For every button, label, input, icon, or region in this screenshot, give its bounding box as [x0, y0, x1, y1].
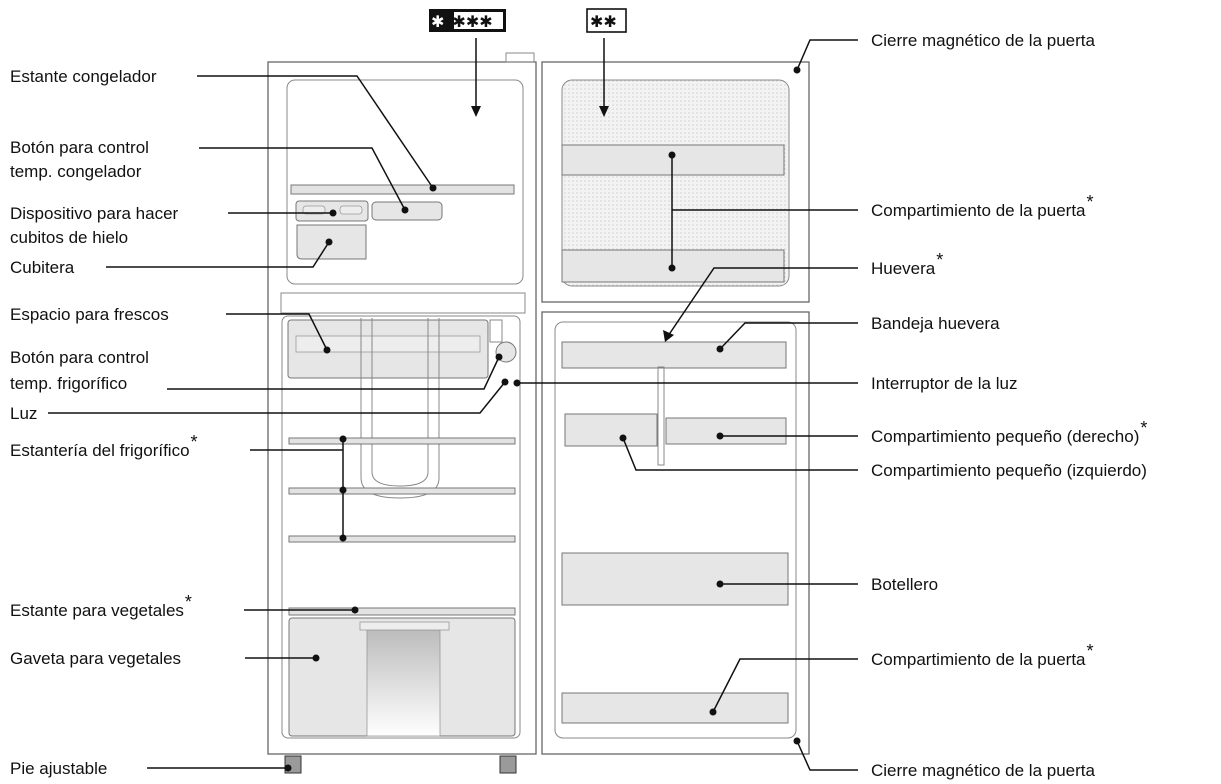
asterisk-mark: * — [191, 432, 198, 452]
label-magnetic-seal-bottom: Cierre magnético de la puerta — [871, 761, 1096, 780]
label-fresh-space: Espacio para frescos — [10, 305, 169, 324]
asterisk-mark: * — [1087, 192, 1094, 212]
door-arrow-head — [599, 106, 609, 117]
freezer-shelf — [290, 184, 515, 195]
vegetable-drawer-handle — [359, 621, 450, 631]
leader-egg-holder — [667, 267, 858, 337]
label-bottle-rack: Botellero — [871, 575, 938, 594]
leader-freezer-shelf — [197, 75, 434, 189]
small-compartment-left — [564, 413, 658, 447]
label-light-switch: Interruptor de la luz — [871, 374, 1017, 393]
back-air-duct — [360, 318, 440, 499]
fresh-space-front — [295, 335, 481, 353]
label-vegetable-drawer: Gaveta para vegetales — [10, 649, 181, 668]
door-rating-stars: ✱✱ — [590, 12, 617, 31]
ice-maker-lever — [339, 205, 363, 215]
leader-magnetic-seal-top — [796, 39, 858, 71]
right-leaders — [513, 39, 858, 771]
label-egg-tray: Bandeja huevera — [871, 314, 1000, 333]
label-small-compartment-left: Compartimiento pequeño (izquierdo) — [871, 461, 1147, 480]
label-vegetable-shelf: Estante para vegetales* — [10, 592, 192, 620]
label-fridge-control-line1: Botón para control — [10, 348, 149, 367]
freezer-rating-stars: ✱✱✱✱ — [431, 12, 493, 31]
label-fridge-door-compartment: Compartimiento de la puerta* — [871, 641, 1094, 669]
back-air-duct-inner — [371, 318, 429, 487]
asterisk-mark: * — [936, 250, 943, 270]
leader-egg-tray — [719, 322, 858, 350]
leader-ice-tray — [106, 241, 330, 268]
label-ice-maker-line1: Dispositivo para hacer — [10, 204, 179, 223]
label-ice-tray: Cubitera — [10, 258, 75, 277]
label-fridge-shelves: Estantería del frigorífico* — [10, 432, 198, 460]
asterisk-mark: * — [1087, 641, 1094, 661]
refrigerator-cabinet — [267, 52, 537, 774]
fridge-temp-control — [489, 319, 503, 343]
label-freezer-control-line1: Botón para control — [10, 138, 149, 157]
label-ice-maker-line2: cubitos de hielo — [10, 228, 128, 247]
label-magnetic-seal-top: Cierre magnético de la puerta — [871, 31, 1096, 50]
freezer-compartment — [286, 79, 524, 285]
leader-fridge-control — [167, 356, 500, 390]
ice-maker-lever — [302, 205, 326, 215]
label-freezer-shelf: Estante congelador — [10, 67, 157, 86]
right-labels: Cierre magnético de la puerta Compartimi… — [871, 31, 1147, 780]
left-leaders — [48, 75, 509, 772]
bottle-rack — [561, 552, 789, 606]
left-labels: Estante congelador Botón para control te… — [10, 67, 198, 778]
adjustable-foot — [499, 755, 517, 774]
asterisk-mark: * — [1140, 418, 1147, 438]
freezer-rating-inner — [454, 12, 503, 29]
freezer-divider — [280, 292, 526, 314]
door-rating-symbol: ✱✱ — [586, 8, 627, 33]
leader-freezer-control — [199, 147, 406, 211]
fridge-shelf — [288, 487, 516, 495]
label-small-compartment-right: Compartimiento pequeño (derecho)* — [871, 418, 1147, 446]
label-freezer-door-compartment: Compartimiento de la puerta* — [871, 192, 1094, 220]
fridge-door — [541, 311, 810, 755]
label-egg-holder: Huevera* — [871, 250, 943, 278]
label-fridge-control-line2: temp. frigorífico — [10, 374, 127, 393]
fridge-shelf — [288, 535, 516, 543]
label-light: Luz — [10, 404, 37, 423]
fridge-door-compartment — [561, 692, 789, 724]
refrigerator-doors — [541, 61, 810, 755]
leader-light — [48, 381, 506, 414]
freezer-arrow-head — [471, 106, 481, 117]
label-adjustable-foot: Pie ajustable — [10, 759, 107, 778]
asterisk-mark: * — [185, 592, 192, 612]
freezer-door-compartment-upper — [561, 144, 785, 176]
leader-fresh-space — [226, 313, 328, 351]
freezer-rating-symbol: ✱✱✱✱ — [429, 9, 506, 32]
cabinet-hinge — [505, 52, 535, 63]
small-compartment-right — [665, 417, 787, 445]
egg-tray — [561, 341, 787, 369]
door-rating-box — [586, 8, 627, 33]
leader-fridge-door-compartment — [712, 658, 858, 713]
leader-magnetic-seal-bottom — [796, 740, 858, 771]
fridge-shelf — [288, 437, 516, 445]
vegetable-shelf — [288, 607, 516, 616]
freezer-door-liner — [561, 79, 790, 287]
door-divider-post — [657, 366, 665, 466]
leader-small-compartment-left — [622, 437, 858, 471]
vegetable-drawer-window — [366, 629, 441, 737]
fridge-compartment — [281, 315, 521, 739]
fridge-door-liner — [554, 321, 797, 739]
label-freezer-control-line2: temp. congelador — [10, 162, 142, 181]
